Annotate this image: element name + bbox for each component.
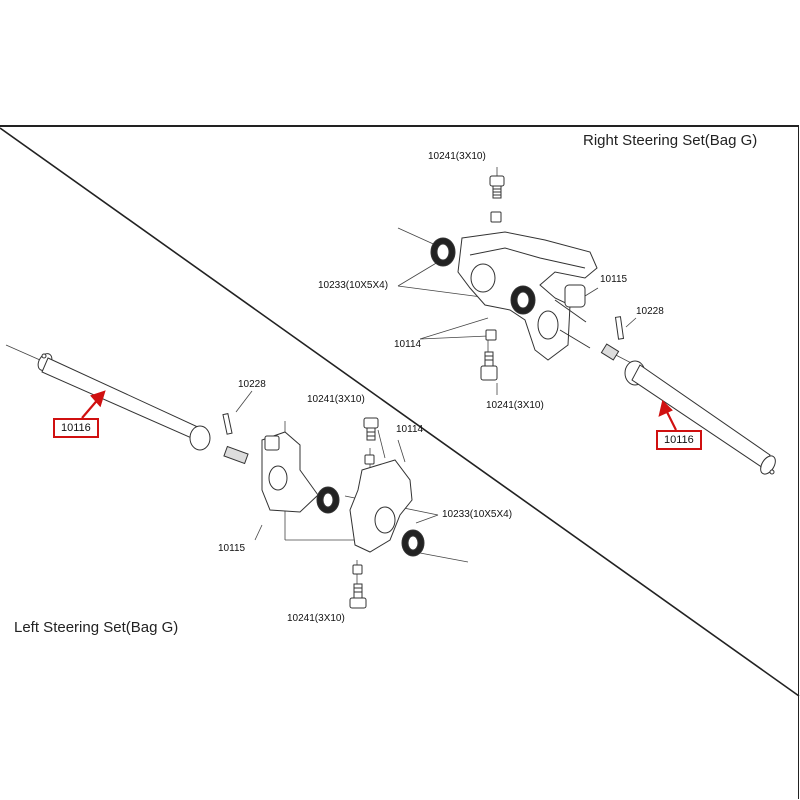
- right-drive-shaft: [600, 343, 776, 475]
- right-label-screw-bottom: 10241(3X10): [486, 400, 544, 411]
- right-label-shaft-highlighted: 10116: [656, 430, 702, 450]
- left-bushing-bottom: [352, 564, 363, 575]
- left-bearing-right: [401, 529, 425, 557]
- left-knuckle: [261, 431, 413, 553]
- left-label-shaft-highlighted: 10116: [53, 418, 99, 438]
- right-steering-assembly: [397, 167, 776, 475]
- left-label-screw-bottom: 10241(3X10): [287, 613, 345, 624]
- right-bushing-bottom: [485, 329, 497, 341]
- right-label-bearing: 10233(10X5X4): [318, 280, 389, 291]
- left-label-screw-top: 10241(3X10): [307, 394, 365, 405]
- right-arrowhead: [658, 399, 673, 417]
- right-label-bushing: 10114: [394, 339, 422, 350]
- right-bearing-left: [430, 237, 456, 267]
- left-drive-shaft: [37, 353, 249, 465]
- diagram-frame: [0, 125, 799, 799]
- left-label-bushing: 10114: [396, 424, 424, 435]
- left-set-title: Left Steering Set(Bag G): [14, 619, 179, 636]
- left-screw-bottom: [349, 583, 367, 609]
- right-set-title: Right Steering Set(Bag G): [583, 132, 758, 149]
- right-label-pin: 10228: [636, 306, 664, 317]
- right-screw-bottom: [480, 351, 498, 381]
- right-pin: [614, 316, 625, 340]
- right-label-knuckle: 10115: [600, 274, 628, 285]
- left-label-bearing: 10233(10X5X4): [442, 509, 513, 520]
- left-bushing-top: [364, 454, 375, 465]
- left-pin: [222, 413, 233, 435]
- right-screw-top: [489, 175, 505, 199]
- left-steering-assembly: [5, 344, 469, 609]
- left-bearing-left: [316, 486, 340, 514]
- left-label-pin: 10228: [238, 379, 266, 390]
- left-arrowhead: [90, 390, 106, 408]
- highlight-arrows: [81, 390, 677, 431]
- divider-line: [0, 127, 800, 697]
- right-bushing-top: [490, 211, 502, 223]
- left-label-knuckle: 10115: [218, 543, 246, 554]
- right-arrow: [665, 409, 677, 431]
- right-label-screw-top: 10241(3X10): [428, 151, 486, 162]
- right-bearing-right: [510, 285, 536, 315]
- left-screw-top: [363, 417, 379, 441]
